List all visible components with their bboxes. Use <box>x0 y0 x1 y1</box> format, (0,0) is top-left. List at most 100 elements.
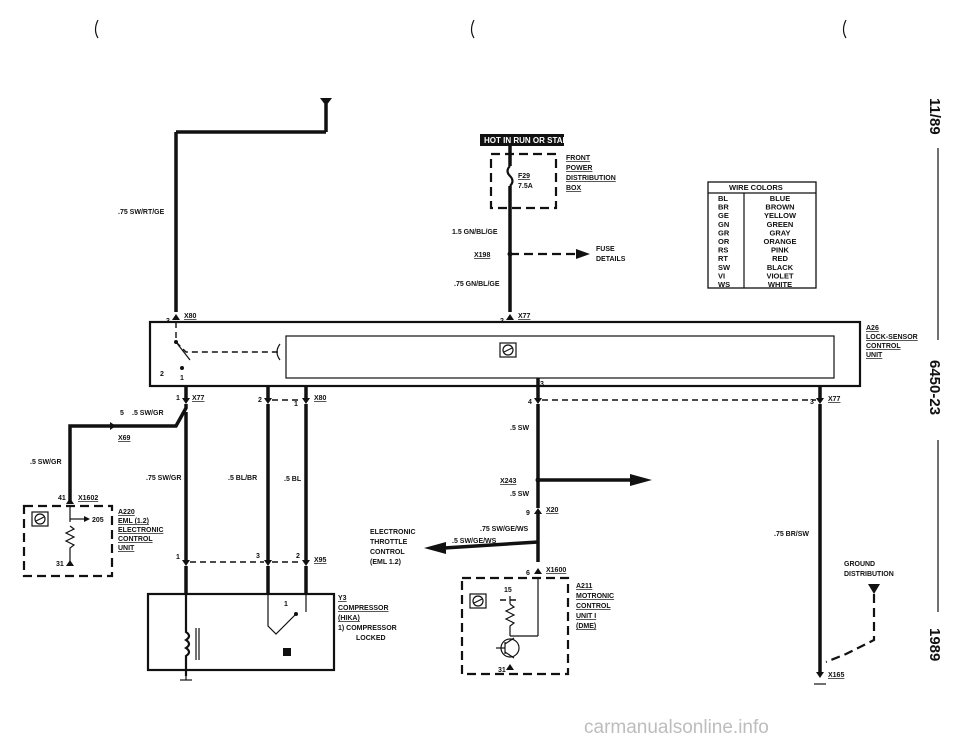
hot-banner-bg <box>480 134 564 146</box>
arrow-icon <box>84 516 90 522</box>
a26-label-1: LOCK-SENSOR <box>866 334 918 341</box>
connector-x77-right: X77 <box>828 396 841 403</box>
pin-3-x80: 3 <box>166 318 170 325</box>
pin-5-x69: 5 <box>120 410 124 417</box>
y3-label-1: COMPRESSOR <box>338 605 389 612</box>
connector-pin-icon <box>302 398 310 404</box>
connector-pin-icon <box>506 314 514 320</box>
connector-pin-icon <box>264 560 272 566</box>
wire-color-name: GREEN <box>767 220 794 229</box>
wire-colors-title: WIRE COLORS <box>729 183 783 192</box>
fuse-details-2: DETAILS <box>596 256 626 263</box>
wire-sw-rt-ge <box>174 98 332 312</box>
pin-1-y3: 1 <box>284 601 288 608</box>
wire-label-bl-br: .5 BL/BR <box>228 475 257 482</box>
wire-color-code: BL <box>718 194 728 203</box>
connector-pin-icon <box>182 398 190 404</box>
wire-label-gn-bl-ge-75: .75 GN/BL/GE <box>454 281 500 288</box>
a211-label-2: CONTROL <box>576 603 611 610</box>
a220-id: A220 <box>118 509 135 516</box>
y3-label-4: LOCKED <box>356 635 386 642</box>
y3-switch <box>267 612 297 635</box>
ground-icon <box>868 584 880 594</box>
connector-pin-icon <box>302 560 310 566</box>
coil-icon <box>184 594 191 676</box>
connector-pin-icon <box>816 398 824 404</box>
corner-mark <box>470 19 475 39</box>
connector-pin-icon <box>534 508 542 514</box>
wire-color-code: SW <box>718 263 731 272</box>
wire-color-code: GE <box>718 211 729 220</box>
connector-pin-icon <box>534 398 542 404</box>
wire-label-gn-bl-ge-15: 1.5 GN/BL/GE <box>452 229 498 236</box>
hot-banner: HOT IN RUN OR START <box>484 136 573 145</box>
wire-color-name: WHITE <box>768 280 792 289</box>
a26-module <box>148 320 862 388</box>
connector-x80-low: X80 <box>314 395 327 402</box>
ground-distribution-link <box>825 594 876 664</box>
pin-1-x95: 1 <box>176 554 180 561</box>
wire-label-sw-rt-ge: .75 SW/RT/GE <box>118 209 165 216</box>
wire-color-code: WS <box>718 280 730 289</box>
fuse-box-label-1: FRONT <box>566 155 591 162</box>
pin-2-x80: 2 <box>258 397 262 404</box>
wire-color-name: ORANGE <box>764 237 797 246</box>
a211-label-3: UNIT I <box>576 613 596 620</box>
fuse-box <box>489 152 558 210</box>
sensor-icon <box>283 648 291 656</box>
wire-label-sw-gr-a: .5 SW/GR <box>132 410 164 417</box>
page-date: 11/89 <box>926 98 943 135</box>
fuse-details-1: FUSE <box>596 246 615 253</box>
fuse-id: F29 <box>518 173 530 180</box>
pin-15: 15 <box>504 587 512 594</box>
a26-internal-coil <box>276 343 281 361</box>
connector-pin-icon <box>534 568 542 574</box>
wire-color-code: GR <box>718 228 730 237</box>
arrow-icon <box>630 474 652 486</box>
wire-label-sw-ge-ws-75: .75 SW/GE/WS <box>480 526 529 533</box>
wire-label-sw-gr-b: .5 SW/GR <box>30 459 62 466</box>
pin-1-a26: 1 <box>180 375 184 382</box>
connector-x1602: X1602 <box>78 495 98 502</box>
resistor-icon <box>64 525 76 566</box>
fuse-symbol <box>506 165 514 187</box>
fuse-box-label-2: POWER <box>566 165 592 172</box>
a211-id: A211 <box>576 583 592 590</box>
switch-terminal <box>180 366 184 370</box>
a220-label-2: ELECTRONIC <box>118 527 164 534</box>
wire-color-name: BLUE <box>770 194 790 203</box>
pin-3-x95: 3 <box>256 553 260 560</box>
a220-label-3: CONTROL <box>118 536 153 543</box>
y3-switch-terminal <box>294 612 298 616</box>
switch-contact <box>175 341 191 361</box>
wire-label-sw-a: .5 SW <box>510 425 529 432</box>
a211-label-1: MOTRONIC <box>576 593 614 600</box>
wire-color-name: YELLOW <box>764 211 797 220</box>
pin-2-a26: 2 <box>160 371 164 378</box>
wire-color-code: GN <box>718 220 729 229</box>
a220-label-4: UNIT <box>118 545 135 552</box>
wire-color-code: VI <box>718 271 725 280</box>
y3-label-3: 1) COMPRESSOR <box>338 625 397 632</box>
watermark: carmanualsonline.info <box>584 717 769 738</box>
a26-label-3: UNIT <box>866 352 883 359</box>
connector-x69: X69 <box>118 435 131 442</box>
y3-label-2: (HIKA) <box>338 615 360 622</box>
pin-31-a211: 31 <box>498 667 506 674</box>
connector-x243: X243 <box>500 478 516 485</box>
connector-pin-icon <box>816 672 824 678</box>
a211-module <box>460 576 570 676</box>
wire-color-code: RS <box>718 246 728 255</box>
connector-pin-icon <box>172 314 180 320</box>
wire-to-etc <box>443 540 539 550</box>
wire-label-sw-gr-75: .75 SW/GR <box>146 475 181 482</box>
connector-x80-top: X80 <box>184 313 197 320</box>
connector-x198: X198 <box>474 252 490 259</box>
etc-label-2: THROTTLE <box>370 539 408 546</box>
pin-6-x1600: 6 <box>526 570 530 577</box>
pin-2-x95: 2 <box>296 553 300 560</box>
module-symbol-icon <box>469 593 487 609</box>
ground-distribution-1: GROUND <box>844 561 875 568</box>
pin-31-a220: 31 <box>56 561 64 568</box>
corner-mark <box>842 19 847 39</box>
